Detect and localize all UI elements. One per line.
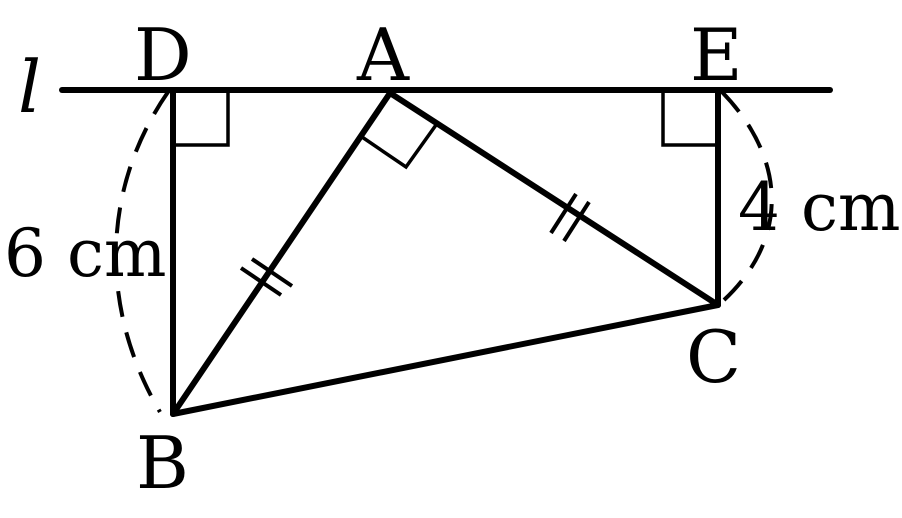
segment-ab: [170, 90, 393, 417]
right-angle-marker-a: [359, 122, 439, 170]
point-label-c: C: [686, 315, 741, 399]
right-angle-marker-d: [174, 91, 230, 147]
tick-ab-2: [250, 257, 294, 288]
measure-arc-bd: [113, 90, 170, 414]
segment-bc: [170, 302, 721, 417]
measurement-ce: 4 cm: [738, 169, 901, 246]
measurement-bd: 6 cm: [4, 215, 167, 292]
right-angle-marker-e: [661, 91, 717, 147]
tick-ab-1: [239, 266, 283, 297]
point-label-a: A: [356, 13, 410, 97]
segment-ac: [387, 90, 721, 308]
point-label-e: E: [690, 13, 743, 97]
point-label-d: D: [134, 13, 192, 97]
line-label-l: l: [18, 45, 41, 129]
tick-ac-1: [549, 192, 578, 235]
point-label-b: B: [136, 421, 189, 505]
tick-ac-2: [562, 200, 591, 243]
